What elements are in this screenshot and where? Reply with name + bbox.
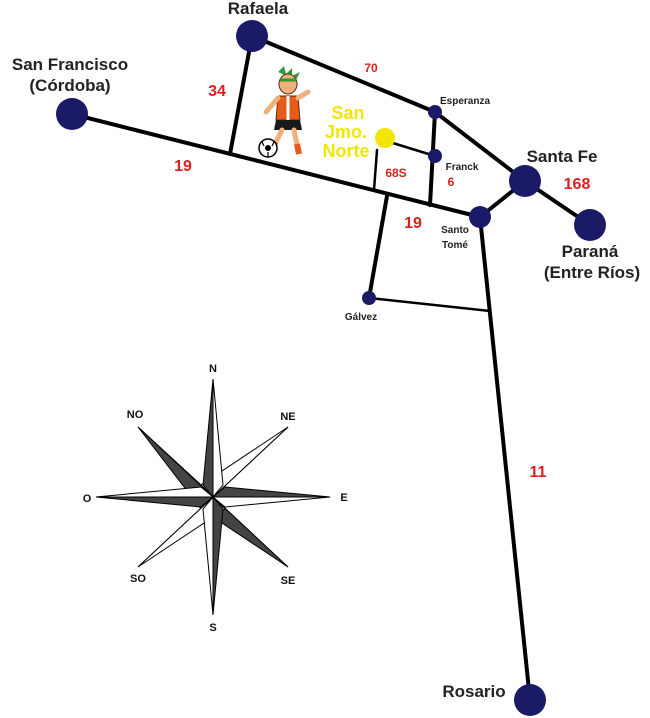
- rafaela-label: Rafaela: [228, 0, 289, 18]
- san-francisco-label: San Francisco: [12, 55, 128, 74]
- compass-so-label: SO: [130, 573, 146, 585]
- road-70: [250, 34, 437, 114]
- road-galvez: [367, 296, 492, 313]
- road-68s: [367, 194, 389, 300]
- compass-se-label: SE: [281, 575, 296, 587]
- route-19-east-label: 19: [404, 215, 422, 232]
- compass-cardinal-points: [95, 378, 331, 616]
- compass-o-label: O: [83, 493, 92, 505]
- road-19: [70, 112, 482, 219]
- santo-tome-marker[interactable]: [469, 206, 491, 228]
- san-francisco-marker[interactable]: [56, 98, 88, 130]
- route-68s-label: 68S: [385, 166, 406, 180]
- galvez-label: Gálvez: [345, 312, 377, 323]
- soccer-player-mascot-icon: [258, 66, 311, 158]
- galvez-marker[interactable]: [362, 291, 376, 305]
- compass-e-label: E: [340, 492, 347, 504]
- parana-marker[interactable]: [574, 209, 606, 241]
- route-34-label: 34: [208, 83, 226, 100]
- compass-rose: N NE E SE S SO O NO: [83, 363, 348, 634]
- route-19-west-label: 19: [174, 158, 192, 175]
- franck-label: Franck: [446, 162, 479, 173]
- road-34: [228, 34, 254, 156]
- esperanza-marker[interactable]: [428, 105, 442, 119]
- franck-marker[interactable]: [428, 149, 442, 163]
- san-jeronimo-norte-label-3: Norte: [322, 141, 369, 161]
- compass-ne-label: NE: [280, 411, 295, 423]
- road-san-jeronimo-south: [372, 148, 379, 192]
- city-markers: [56, 20, 606, 716]
- route-11-label: 11: [530, 464, 547, 481]
- compass-s-label: S: [209, 622, 216, 634]
- san-jeronimo-norte-marker[interactable]: [375, 128, 395, 148]
- santo-tome-label: Santo: [441, 225, 469, 236]
- san-jeronimo-norte-label-1: San: [331, 103, 364, 123]
- rosario-marker[interactable]: [514, 684, 546, 716]
- san-jeronimo-norte-label-2: Jmo.: [325, 122, 367, 142]
- compass-no-label: NO: [127, 409, 144, 421]
- rafaela-marker[interactable]: [236, 20, 268, 52]
- santa-fe-marker[interactable]: [509, 165, 541, 197]
- route-168-label: 168: [564, 176, 591, 193]
- parana-label: Paraná: [562, 242, 619, 261]
- santo-tome-label-2: Tomé: [442, 240, 468, 251]
- route-6-label: 6: [448, 175, 455, 189]
- road-11: [478, 215, 532, 702]
- compass-n-label: N: [209, 363, 217, 375]
- road-esperanza-santa-fe: [433, 110, 527, 183]
- rosario-label: Rosario: [442, 682, 505, 701]
- san-francisco-province-label: (Córdoba): [29, 76, 110, 95]
- santa-fe-label: Santa Fe: [527, 147, 598, 166]
- parana-province-label: (Entre Ríos): [544, 263, 640, 282]
- esperanza-label: Esperanza: [440, 96, 490, 107]
- route-70-label: 70: [364, 61, 378, 75]
